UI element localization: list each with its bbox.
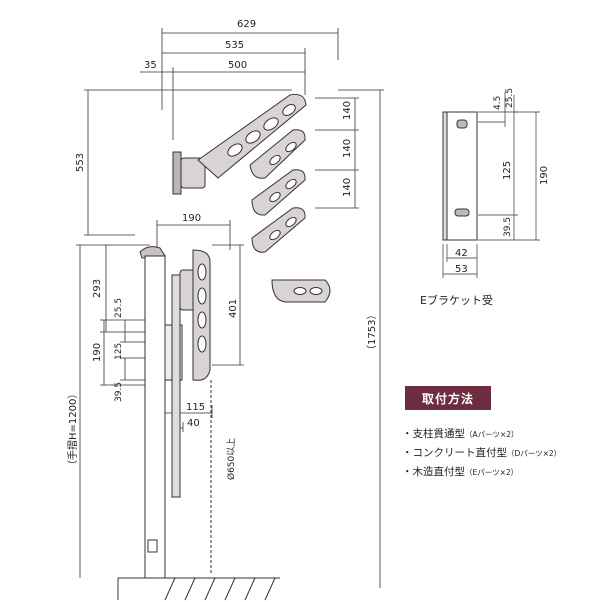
dim-bracket-25-5: 25.5 [505, 88, 515, 108]
dim-handrail-height: （手摺H=1200） [66, 389, 79, 470]
dim-bracket-39-5: 39.5 [503, 217, 513, 237]
dim-190-left: 190 [92, 343, 103, 362]
dim-293: 293 [92, 279, 103, 298]
dim-401: 401 [228, 299, 239, 318]
dim-140-b: 140 [342, 139, 353, 158]
dim-bracket-53: 53 [455, 264, 468, 275]
e-bracket-detail [442, 92, 540, 278]
top-dimensions [84, 28, 384, 588]
dim-553: 553 [75, 153, 86, 172]
post-assembly [139, 246, 212, 579]
dim-25-5-left: 25.5 [114, 298, 124, 318]
dim-35-top: 35 [144, 60, 157, 71]
dim-1753: （1753） [366, 310, 378, 355]
dim-629: 629 [237, 19, 256, 30]
mounting-method-title: 取付方法 [405, 386, 491, 410]
dim-140-a: 140 [342, 101, 353, 120]
list-item: ・コンクリート直付型（Dパーツ×2） [402, 447, 562, 459]
dim-bracket-125: 125 [502, 161, 513, 180]
dim-500: 500 [228, 60, 247, 71]
ground-line [117, 577, 280, 601]
dim-40: 40 [187, 418, 200, 429]
bracket-caption: Eブラケット受 [420, 294, 493, 307]
dim-535: 535 [225, 40, 244, 51]
dim-bracket-190: 190 [539, 166, 550, 185]
list-item: ・支柱貫通型（Aパーツ×2） [402, 428, 519, 440]
dim-125-left: 125 [114, 343, 124, 360]
dim-140-c: 140 [342, 178, 353, 197]
dim-650-over: Ø650以上 [226, 438, 237, 480]
dim-190-mid: 190 [182, 213, 201, 224]
dim-115: 115 [186, 402, 205, 413]
upper-arm-assembly [172, 94, 331, 303]
dim-bracket-42: 42 [455, 248, 468, 259]
dim-bracket-4-5: 4.5 [493, 96, 503, 110]
mounting-method-list: ・支柱貫通型（Aパーツ×2） ・コンクリート直付型（Dパーツ×2） ・木造直付型… [402, 425, 561, 482]
dim-39-5-left: 39.5 [114, 382, 124, 402]
list-item: ・木造直付型（Eパーツ×2） [402, 466, 519, 478]
